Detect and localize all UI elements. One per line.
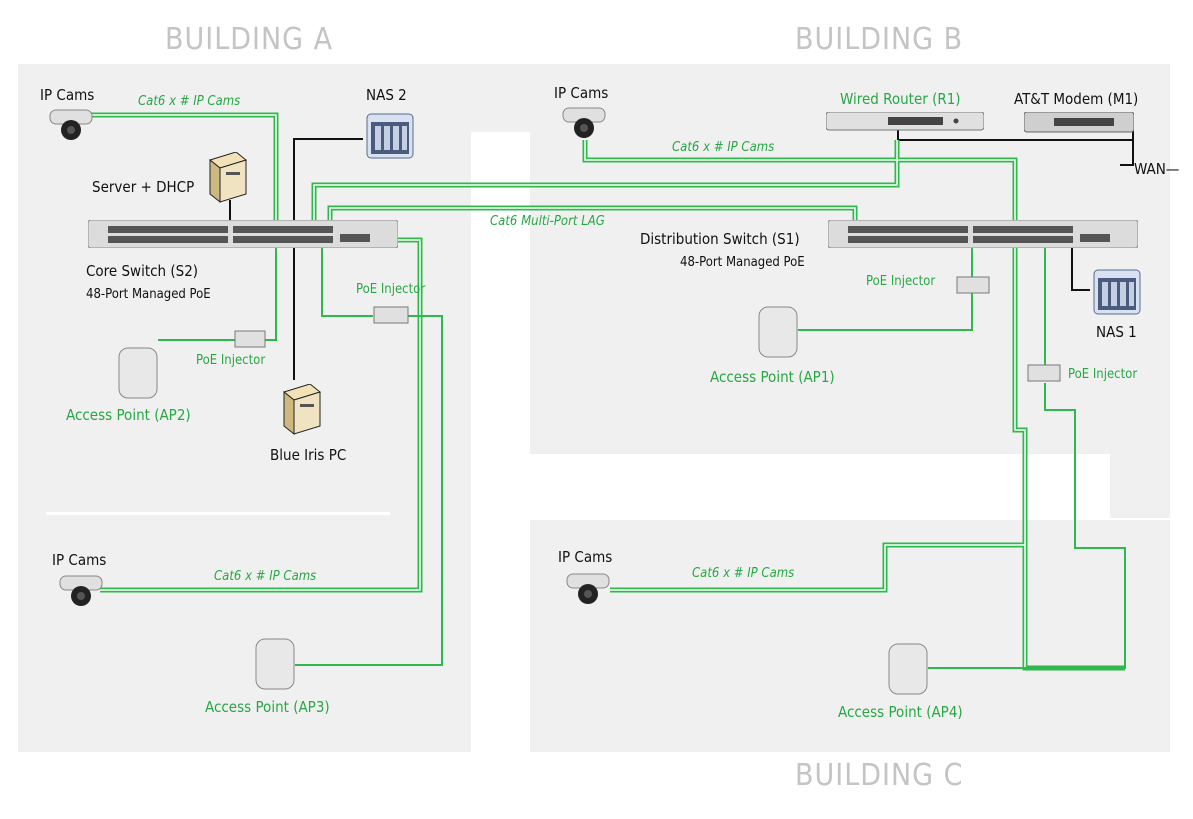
- wan-text: WAN: [1134, 160, 1166, 178]
- modem-icon: [1024, 112, 1134, 133]
- access-point-icon: [255, 638, 295, 690]
- poe-injector-icon: [1027, 364, 1061, 382]
- cable-label: Cat6 x # IP Cams: [692, 566, 795, 581]
- modem-label: AT&T Modem (M1): [1014, 90, 1139, 108]
- ap1-label: Access Point (AP1): [710, 368, 835, 386]
- poe-injector-icon: [956, 276, 990, 294]
- distribution-switch-label: Distribution Switch (S1): [640, 230, 800, 248]
- router-icon: [826, 112, 984, 131]
- server-icon: [208, 152, 248, 204]
- distribution-switch-icon: [828, 220, 1138, 248]
- notch: [471, 64, 530, 132]
- access-point-icon: [118, 347, 158, 399]
- nas-icon: [366, 113, 414, 159]
- distribution-switch-sublabel: 48-Port Managed PoE: [680, 255, 805, 270]
- ap2-label: Access Point (AP2): [66, 406, 191, 424]
- ipcams-label: IP Cams: [40, 86, 95, 104]
- core-switch-label: Core Switch (S2): [86, 262, 199, 280]
- building-c-title: BUILDING C: [795, 758, 964, 793]
- ipcams-label: IP Cams: [558, 548, 613, 566]
- divider-line: [46, 512, 390, 515]
- router-label: Wired Router (R1): [840, 90, 961, 108]
- poe-injector-label: PoE Injector: [356, 282, 426, 297]
- building-c-area: [530, 520, 1170, 752]
- server-label: Server + DHCP: [92, 178, 195, 196]
- core-switch-sublabel: 48-Port Managed PoE: [86, 287, 211, 302]
- wan-label: WAN—: [1134, 160, 1180, 178]
- camera-icon: [566, 573, 610, 604]
- cable-label: Cat6 x # IP Cams: [214, 569, 317, 584]
- nas1-label: NAS 1: [1096, 323, 1137, 341]
- ipcams-label: IP Cams: [52, 551, 107, 569]
- poe-injector-label: PoE Injector: [1068, 367, 1138, 382]
- nas-icon: [1093, 269, 1141, 315]
- poe-injector-label: PoE Injector: [196, 353, 266, 368]
- poe-injector-icon: [373, 306, 409, 324]
- lag-label: Cat6 Multi-Port LAG: [490, 214, 605, 229]
- camera-icon: [49, 109, 93, 140]
- core-switch-icon: [88, 220, 398, 248]
- blue-iris-label: Blue Iris PC: [270, 446, 347, 464]
- cat6-cables: [70, 112, 1126, 671]
- poe-injector-icon: [234, 330, 266, 348]
- camera-icon: [59, 575, 103, 606]
- ap4-label: Access Point (AP4): [838, 703, 963, 721]
- ipcams-label: IP Cams: [554, 84, 609, 102]
- cable-label: Cat6 x # IP Cams: [138, 94, 241, 109]
- cable-label: Cat6 x # IP Cams: [672, 140, 775, 155]
- building-b-title: BUILDING B: [795, 22, 964, 57]
- nas2-label: NAS 2: [366, 86, 407, 104]
- ap3-label: Access Point (AP3): [205, 698, 330, 716]
- building-b-annex: [1110, 454, 1170, 518]
- pc-tower-icon: [282, 384, 322, 436]
- access-point-icon: [888, 643, 928, 695]
- access-point-icon: [758, 306, 798, 358]
- poe-injector-label: PoE Injector: [866, 274, 936, 289]
- camera-icon: [562, 107, 606, 138]
- building-a-title: BUILDING A: [165, 22, 334, 57]
